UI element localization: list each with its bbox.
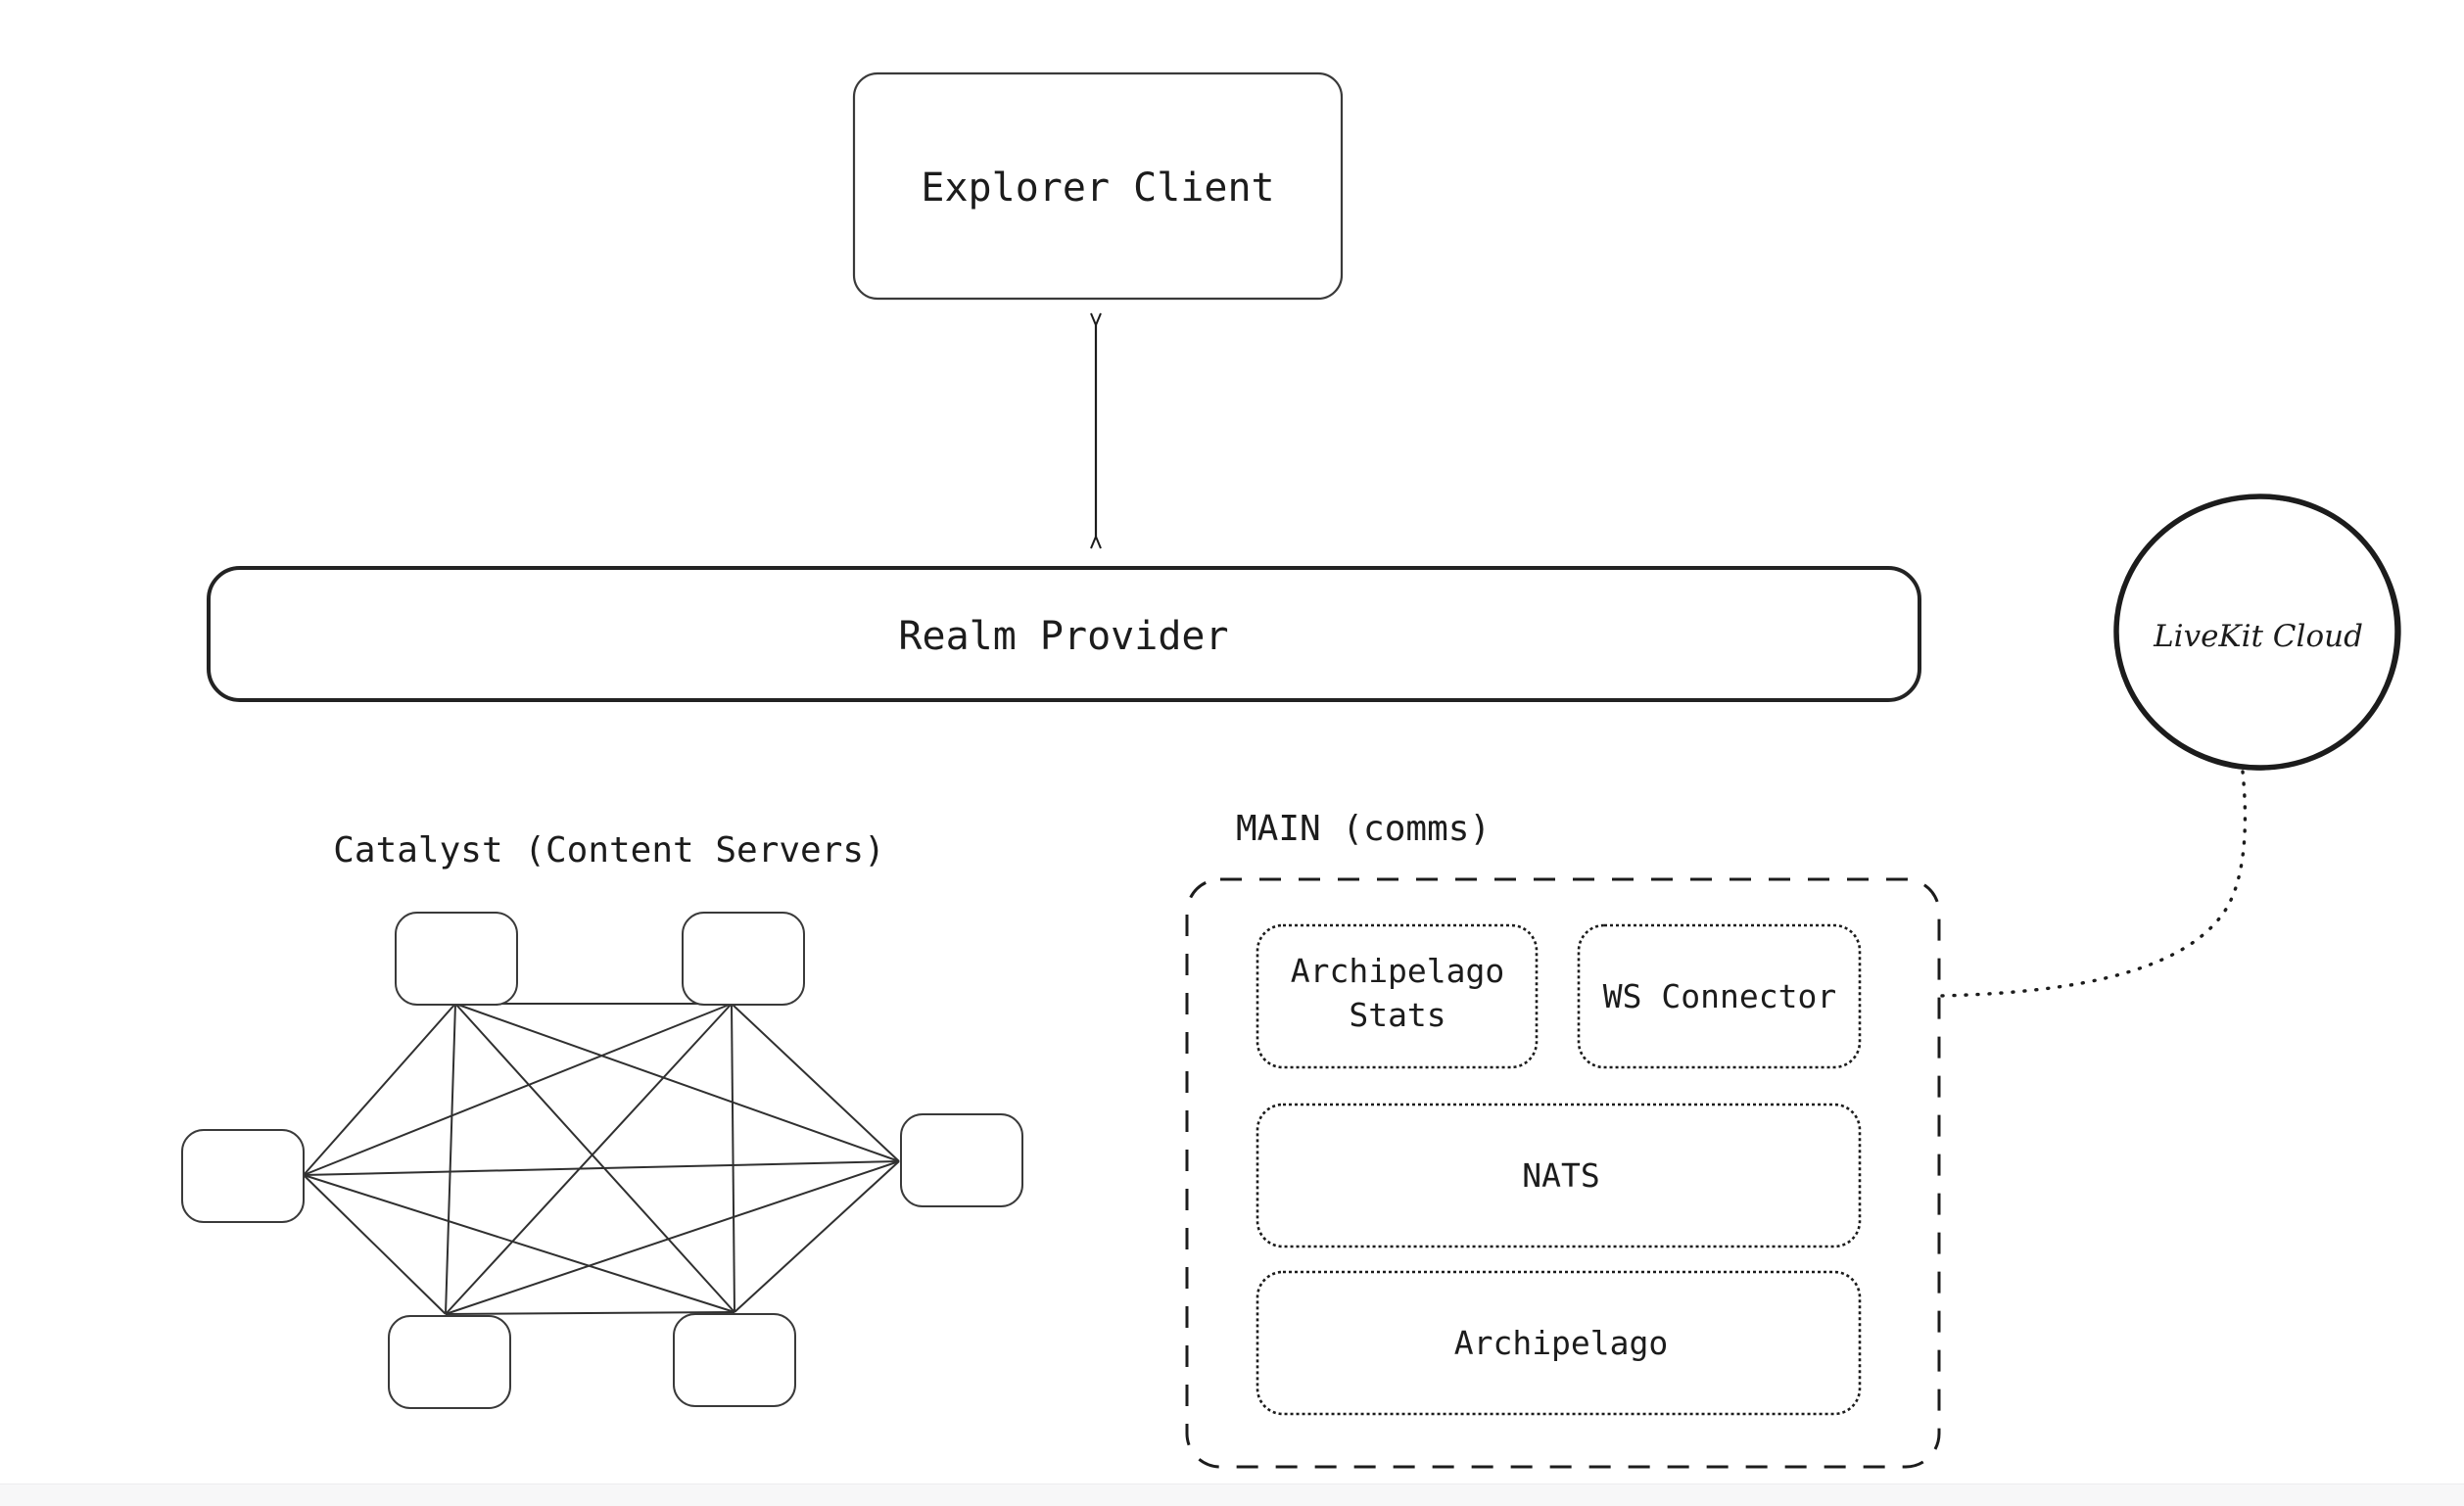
footer-band (0, 1483, 2464, 1506)
archipelago-stats-box (1256, 923, 1539, 1069)
archipelago-stats-label-line2: Stats (1349, 996, 1445, 1034)
catalyst-group-label: Catalyst (Content Servers) (333, 830, 885, 871)
mesh-link (731, 1003, 735, 1313)
archipelago-box (1256, 1270, 1862, 1416)
explorer-client-label: Explorer Client (921, 165, 1274, 211)
ws-livekit-connector (1858, 770, 2248, 999)
mesh-link (303, 1003, 456, 1176)
catalyst-node-top-right[interactable] (682, 912, 805, 1006)
ws-connector-box (1577, 923, 1862, 1069)
livekit-cloud-label: LiveKit Cloud (2153, 619, 2363, 654)
realm-provider-label: Realm Provider (898, 614, 1228, 659)
ws-connector-node[interactable]: WS Connector (1577, 923, 1862, 1069)
mesh-link (454, 1003, 735, 1313)
mesh-link (303, 1174, 735, 1313)
livekit-cloud-node[interactable]: LiveKit Cloud (2113, 494, 2401, 771)
mesh-link (303, 1160, 900, 1176)
mesh-link (445, 1311, 735, 1315)
mesh-link (445, 1003, 456, 1315)
archipelago-stats-node[interactable]: Archipelago Stats (1256, 923, 1539, 1069)
mesh-link (734, 1160, 900, 1313)
archipelago-label: Archipelago (1454, 1324, 1669, 1362)
mesh-link (445, 1003, 733, 1315)
archipelago-node[interactable]: Archipelago (1256, 1270, 1862, 1416)
nats-node[interactable]: NATS (1256, 1103, 1862, 1248)
explorer-client-box (852, 71, 1344, 301)
mesh-link (731, 1003, 900, 1162)
catalyst-node-top-left[interactable] (395, 912, 518, 1006)
mesh-link (454, 1003, 900, 1162)
nats-box (1256, 1103, 1862, 1248)
catalyst-node-bottom-right[interactable] (673, 1313, 796, 1407)
dotted-connection-line (1858, 770, 2248, 999)
catalyst-mesh-links (303, 1003, 900, 1315)
catalyst-node-bottom-left[interactable] (388, 1315, 511, 1409)
ws-connector-label: WS Connector (1603, 977, 1836, 1015)
catalyst-nodes (181, 912, 1023, 1409)
catalyst-node-right[interactable] (900, 1113, 1023, 1207)
mesh-link (303, 1174, 447, 1315)
archipelago-stats-label-line1: Archipelago (1291, 952, 1505, 990)
mesh-link (445, 1160, 900, 1315)
livekit-cloud-circle-overstroke (2115, 495, 2401, 771)
realm-provider-box (207, 566, 1921, 702)
realm-provider-node[interactable]: Realm Provider (207, 566, 1921, 702)
main-group-label: MAIN (comms) (1236, 809, 1491, 849)
catalyst-node-left[interactable] (181, 1129, 305, 1223)
explorer-client-node[interactable]: Explorer Client (852, 71, 1344, 301)
mesh-link (303, 1003, 733, 1176)
nats-label: NATS (1522, 1156, 1599, 1195)
